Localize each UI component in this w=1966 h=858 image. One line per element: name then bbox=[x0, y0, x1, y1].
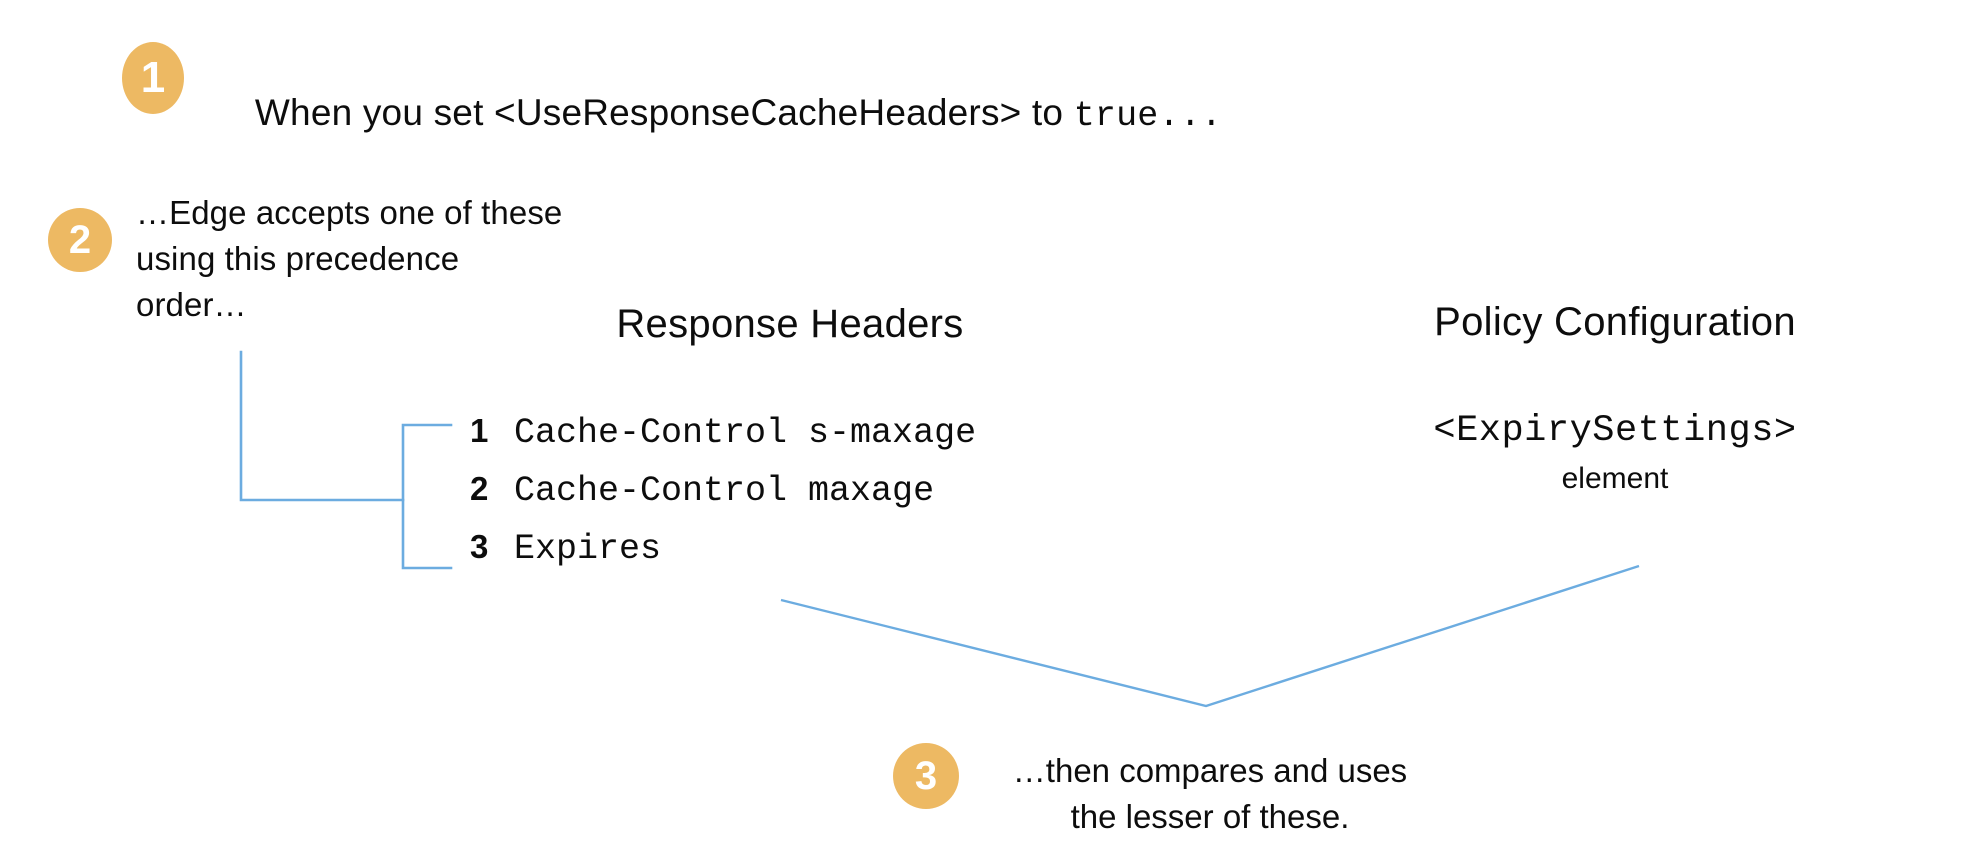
expiry-settings-tag: <ExpirySettings> bbox=[1433, 410, 1797, 452]
step-3-badge: 3 bbox=[893, 743, 959, 809]
precedence-header-name: Cache-Control s-maxage bbox=[514, 413, 977, 453]
step-1-text: When you set <UseResponseCacheHeaders> t… bbox=[213, 50, 1222, 178]
list-item: 3 Expires bbox=[470, 528, 976, 586]
list-item: 1 Cache-Control s-maxage bbox=[470, 412, 976, 470]
step-2-text: …Edge accepts one of these using this pr… bbox=[136, 194, 563, 323]
precedence-rank: 1 bbox=[470, 412, 489, 449]
step-1-badge: 1 bbox=[122, 42, 184, 114]
step-1-text-code: true... bbox=[1073, 96, 1223, 136]
response-headers-heading: Response Headers bbox=[616, 302, 964, 346]
precedence-rank: 2 bbox=[470, 470, 489, 507]
step-3-text: …then compares and uses the lesser of th… bbox=[1012, 752, 1408, 835]
precedence-list: 1 Cache-Control s-maxage 2 Cache-Control… bbox=[470, 412, 976, 586]
precedence-header-name: Expires bbox=[514, 529, 662, 569]
policy-configuration-heading: Policy Configuration bbox=[1434, 300, 1796, 344]
precedence-rank: 3 bbox=[470, 528, 489, 565]
step-2-badge: 2 bbox=[48, 208, 112, 272]
expiry-settings-element: <ExpirySettings> element bbox=[1330, 410, 1900, 496]
step-1-text-prefix: When you set <UseResponseCacheHeaders> t… bbox=[254, 92, 1074, 133]
step2-elbow-connector bbox=[239, 350, 405, 502]
precedence-bracket bbox=[401, 423, 453, 570]
expiry-settings-label: element bbox=[1561, 462, 1669, 495]
precedence-header-name: Cache-Control maxage bbox=[514, 471, 935, 511]
comparison-v-connector bbox=[780, 564, 1640, 708]
list-item: 2 Cache-Control maxage bbox=[470, 470, 976, 528]
